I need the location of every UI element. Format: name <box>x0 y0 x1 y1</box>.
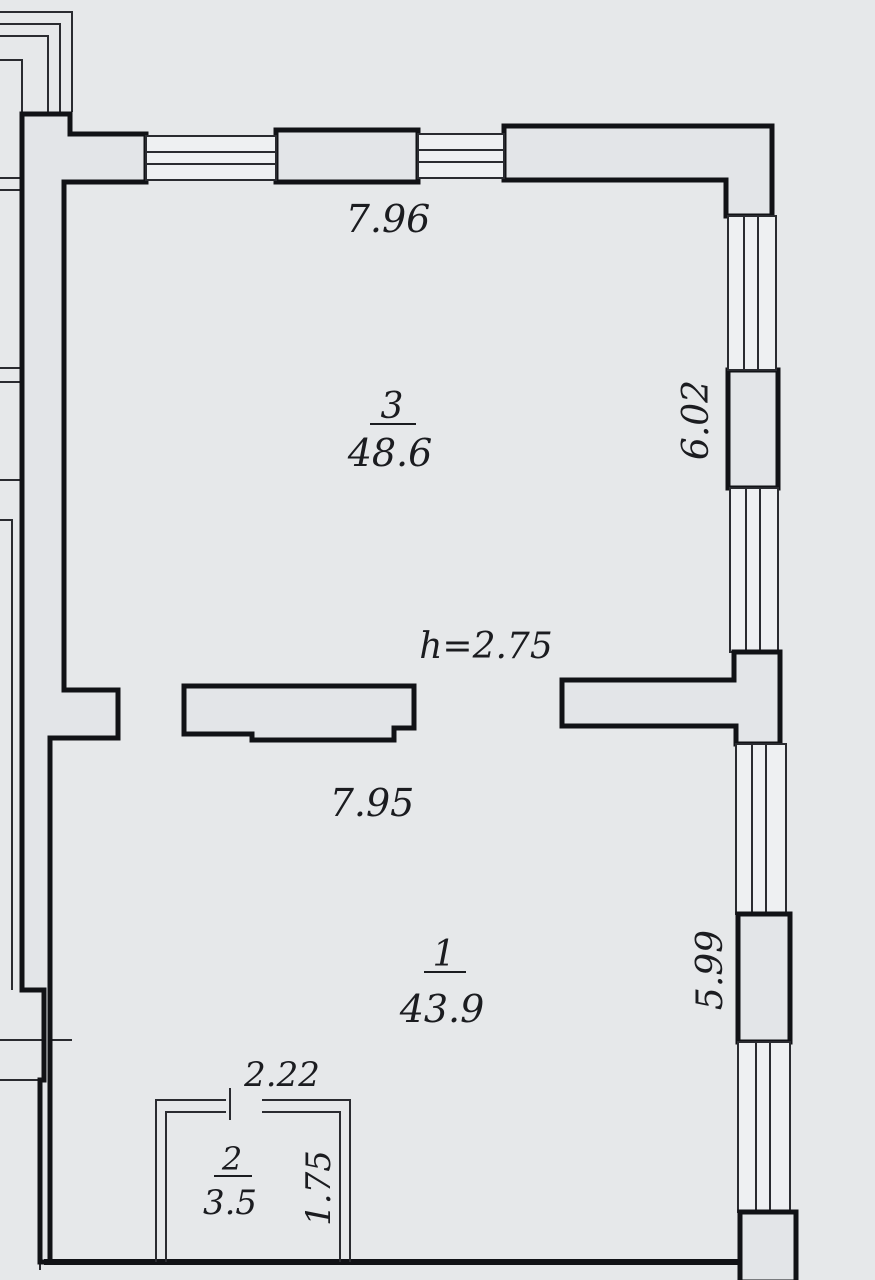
top-right-corner-wall <box>501 123 775 219</box>
room-1-number: 1 <box>433 934 456 975</box>
right-window-3 <box>735 743 787 915</box>
room-3-area: 48.6 <box>347 431 433 475</box>
top-window-right <box>417 133 505 179</box>
room-3-number: 3 <box>381 386 404 427</box>
mid-width-dimension: 7.95 <box>330 781 415 825</box>
left-wall <box>19 111 149 1265</box>
right-window-4 <box>737 1041 791 1213</box>
right-pier-lower <box>735 911 793 1045</box>
top-wall-middle <box>273 127 421 185</box>
right-lower-dimension: 5.99 <box>690 930 731 1010</box>
right-upper-dimension: 6.02 <box>676 380 717 460</box>
center-partition-wall <box>181 683 417 743</box>
right-wall-bottom <box>737 1209 799 1280</box>
closet-width-dimension: 2.22 <box>243 1055 320 1095</box>
right-pier-upper <box>725 367 781 491</box>
top-width-dimension: 7.96 <box>346 197 431 241</box>
closet-walls <box>155 1088 351 1262</box>
right-window-2 <box>729 487 779 653</box>
right-window-1 <box>727 215 777 371</box>
ceiling-height: h=2.75 <box>419 626 553 667</box>
closet-depth-dimension: 1.75 <box>299 1150 339 1226</box>
room-2-number: 2 <box>221 1140 242 1178</box>
room-2-area: 3.5 <box>203 1183 257 1223</box>
room-1-area: 43.9 <box>399 987 485 1031</box>
top-window-left <box>145 135 277 181</box>
